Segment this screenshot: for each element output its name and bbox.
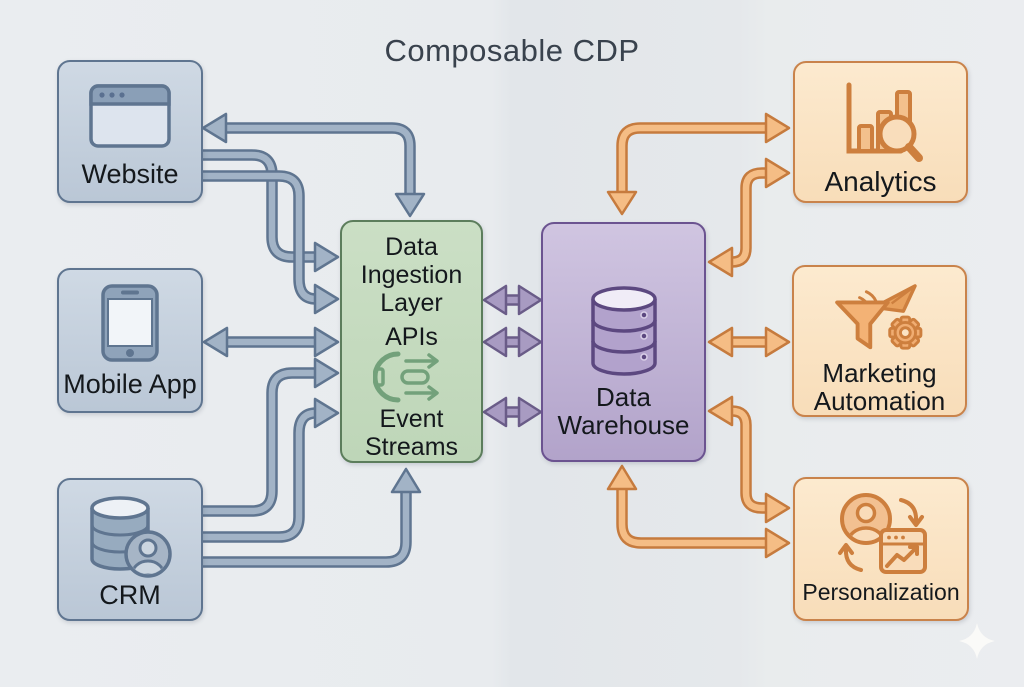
arrow-warehouse-analytics-1 bbox=[606, 112, 791, 216]
node-mobile-app: Mobile App bbox=[57, 268, 203, 413]
arrow-crm-ingestion-2 bbox=[203, 397, 340, 543]
arrow-mobile-ingestion bbox=[202, 326, 340, 358]
arrow-website-ingestion-2 bbox=[203, 170, 340, 315]
arrow-warehouse-analytics-2 bbox=[707, 157, 791, 278]
arrow-ingestion-website bbox=[201, 112, 426, 218]
sparkle-icon bbox=[959, 623, 995, 659]
diagram-title: Composable CDP bbox=[384, 33, 640, 68]
smartphone-icon bbox=[101, 284, 159, 362]
database-cylinder-icon bbox=[590, 286, 657, 376]
node-website: Website bbox=[57, 60, 203, 203]
node-data-ingestion-layer: Data Ingestion Layer APIs Event Streams bbox=[340, 220, 483, 463]
arrow-crm-ingestion-bottom bbox=[203, 467, 422, 568]
crm-label: CRM bbox=[99, 580, 161, 610]
funnel-plane-gear-icon bbox=[834, 284, 922, 350]
arrow-ingestion-warehouse-1 bbox=[482, 284, 543, 316]
arrow-warehouse-personalization-2 bbox=[606, 464, 791, 559]
browser-window-icon bbox=[89, 84, 171, 148]
node-data-warehouse: Data Warehouse bbox=[541, 222, 706, 462]
node-analytics: Analytics bbox=[793, 61, 968, 203]
arrow-warehouse-marketing bbox=[707, 326, 791, 358]
website-label: Website bbox=[81, 159, 179, 189]
node-marketing-automation: Marketing Automation bbox=[792, 265, 967, 417]
node-personalization: Personalization bbox=[793, 477, 969, 621]
arrow-warehouse-personalization-1 bbox=[707, 395, 791, 524]
ingestion-event-streams-label: Event Streams bbox=[364, 405, 459, 461]
bar-chart-magnifier-icon bbox=[846, 82, 923, 162]
ingestion-apis-label: APIs bbox=[385, 323, 438, 351]
arrow-ingestion-warehouse-2 bbox=[482, 326, 543, 358]
warehouse-label: Data Warehouse bbox=[557, 382, 690, 440]
mobile-app-label: Mobile App bbox=[63, 369, 197, 399]
personalization-label: Personalization bbox=[802, 579, 960, 605]
user-refresh-chart-icon bbox=[838, 493, 927, 574]
database-user-icon bbox=[90, 496, 172, 578]
arrow-crm-ingestion-1 bbox=[203, 357, 340, 517]
ingestion-title: Data Ingestion Layer bbox=[360, 233, 463, 317]
arrow-website-ingestion-1 bbox=[203, 149, 340, 273]
node-crm: CRM bbox=[57, 478, 203, 621]
marketing-automation-label: Marketing Automation bbox=[813, 358, 946, 416]
analytics-label: Analytics bbox=[824, 166, 937, 197]
arrow-ingestion-warehouse-3 bbox=[482, 396, 543, 428]
event-stream-plug-icon bbox=[372, 351, 439, 403]
